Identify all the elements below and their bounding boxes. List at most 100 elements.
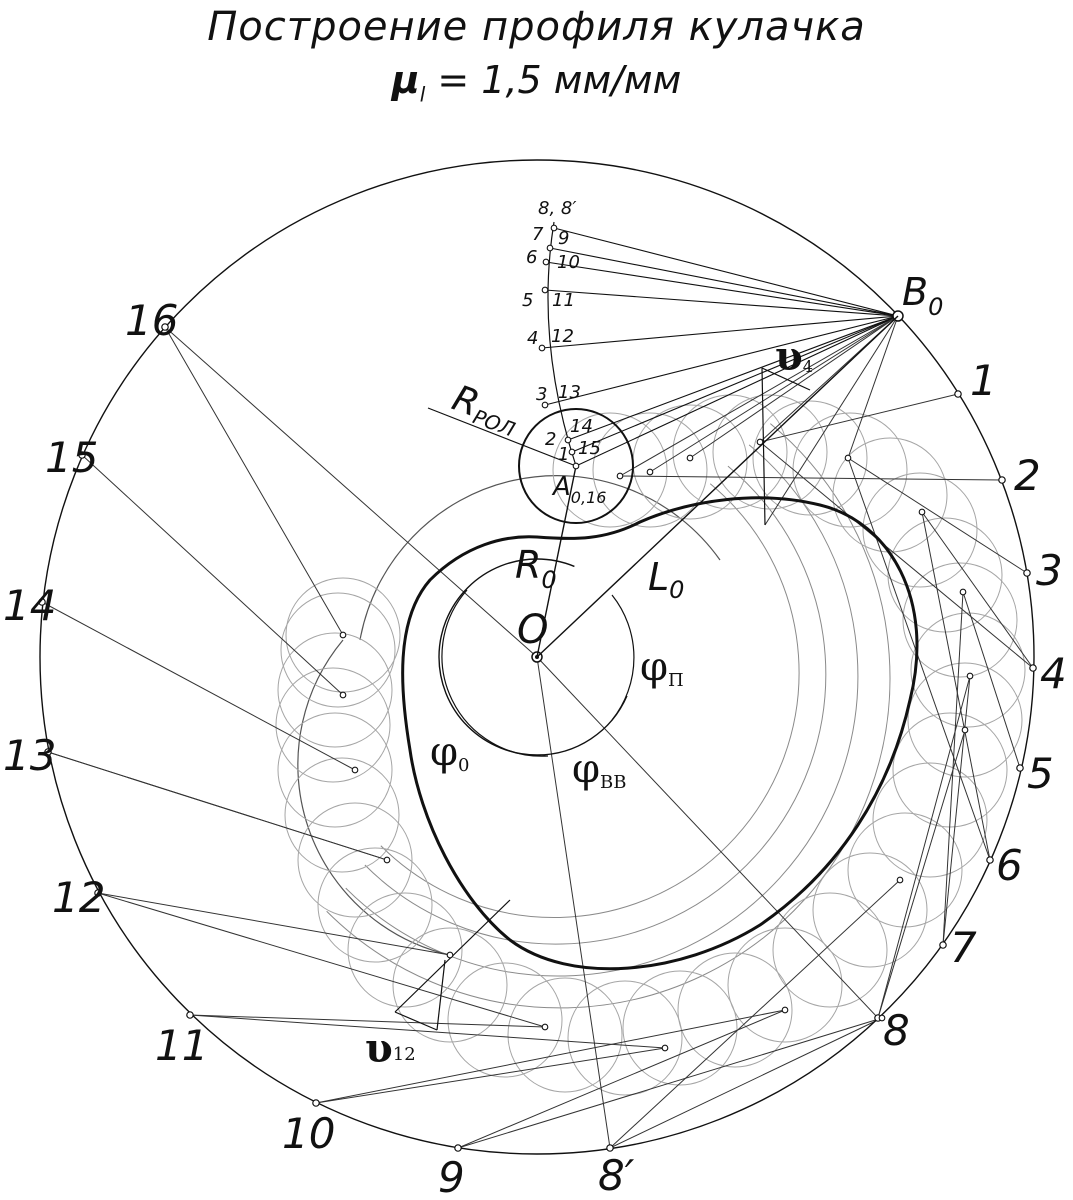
inner-point-6 — [918, 508, 926, 516]
b0-sweep-line-2 — [689, 315, 899, 459]
outer-label-3: 3 — [1036, 546, 1063, 595]
ups4-line-1 — [761, 367, 811, 391]
scale-subtitle: μl = 1,5 мм/мм — [0, 58, 1073, 107]
r0-line — [536, 465, 577, 658]
roller-position-9 — [832, 437, 948, 553]
outer-point-9 — [606, 1144, 614, 1152]
roller-position-11 — [887, 517, 1003, 633]
label-phi-p: φП — [640, 644, 684, 691]
outer-point-3 — [1023, 569, 1031, 577]
b0-sweep-line-4 — [619, 315, 899, 477]
follower-line-2 — [549, 247, 899, 317]
outer-label-10: 9 — [438, 1153, 465, 1200]
radial-line-18 — [164, 326, 538, 658]
arc-label-left-5: 4 — [527, 328, 538, 349]
inner-point-9 — [961, 726, 969, 734]
radial-line-7 — [942, 675, 971, 946]
arc-label-left-2: 7 — [532, 224, 544, 245]
roller-position-21 — [677, 952, 793, 1068]
inner-point-13 — [661, 1044, 669, 1052]
outer-point-17 — [161, 323, 169, 331]
outer-label-14: 13 — [3, 731, 56, 780]
arc-label-left-6: 3 — [536, 384, 547, 405]
outer-label-13: 12 — [52, 873, 105, 922]
construction-arc-3 — [345, 444, 859, 977]
roller-position-24 — [507, 977, 623, 1093]
inner-point-3 — [646, 468, 654, 476]
roller-initial — [518, 408, 634, 524]
roller-position-29 — [297, 802, 413, 918]
page-title: Построение профиля кулачка — [207, 4, 866, 50]
label-b0: B0 — [902, 270, 943, 321]
outer-label-6: 6 — [996, 841, 1023, 890]
outer-label-12: 11 — [155, 1021, 208, 1070]
roller-position-16 — [872, 762, 988, 878]
follower-line-4 — [544, 289, 899, 317]
base-circle — [438, 558, 636, 756]
radial-line-24 — [877, 675, 971, 1019]
radial-line-27 — [315, 1047, 666, 1104]
outer-label-9: 8′ — [598, 1151, 635, 1200]
roller-position-15 — [892, 712, 1008, 828]
arc-label-right-6: 14 — [570, 416, 593, 437]
radial-line-16 — [81, 454, 344, 696]
label-r-rol: RРОЛ — [446, 378, 524, 442]
roller-position-20 — [727, 927, 843, 1043]
arc-label-left-1: 8, 8′ — [538, 198, 576, 219]
radial-line-4 — [921, 511, 1034, 669]
arc-point-3 — [542, 258, 550, 266]
radial-line-23 — [942, 591, 964, 946]
outer-point-11 — [312, 1099, 320, 1107]
label-o: O — [517, 607, 548, 653]
arc-label-right-4: 12 — [551, 326, 574, 347]
roller-position-13 — [910, 612, 1026, 728]
outer-point-6 — [986, 856, 994, 864]
roller-position-19 — [772, 892, 888, 1008]
label-l0: L0 — [648, 555, 684, 604]
roller-position-2 — [552, 412, 668, 528]
inner-point-10 — [896, 876, 904, 884]
radial-line-22 — [921, 511, 991, 861]
arc-label-right-3: 11 — [552, 290, 575, 311]
follower-line-6 — [544, 315, 899, 406]
roller-position-26 — [392, 927, 508, 1043]
outer-point-15 — [38, 598, 46, 606]
arc-label-left-4: 5 — [522, 290, 533, 311]
radial-line-12 — [189, 1014, 666, 1049]
roller-position-33 — [277, 632, 393, 748]
arc-point-1 — [550, 224, 558, 232]
arc-label-left-3: 6 — [526, 247, 537, 268]
outer-point-13 — [94, 889, 102, 897]
follower-arc — [547, 221, 577, 467]
label-phi-o: φ0 — [430, 729, 469, 776]
arc-point-8 — [568, 448, 576, 456]
outer-point-12 — [186, 1011, 194, 1019]
outer-label-2: 2 — [1014, 451, 1041, 500]
roller-position-18 — [812, 852, 928, 968]
outer-point-14 — [44, 748, 52, 756]
scale-mu: μ — [391, 58, 420, 102]
inner-point-7 — [959, 588, 967, 596]
inner-point-2 — [686, 454, 694, 462]
follower-line-8 — [571, 315, 899, 453]
construction-arc-4 — [326, 423, 891, 1009]
inner-point-5 — [844, 454, 852, 462]
outer-point-1 — [954, 390, 962, 398]
arc-label-right-7: 15 — [578, 438, 601, 459]
follower-line-9 — [575, 315, 899, 467]
arc-point-5 — [538, 344, 546, 352]
b0-sweep-line-6 — [764, 315, 899, 526]
radial-line-17 — [164, 326, 344, 636]
inner-point-17 — [351, 766, 359, 774]
label-ups12: υ12 — [365, 1025, 416, 1072]
label-r0: R0 — [515, 543, 557, 594]
inner-point-15 — [446, 951, 454, 959]
ups12-line-3 — [436, 959, 446, 1031]
phi-p-arrow-arc — [611, 594, 635, 721]
outer-label-16: 15 — [45, 433, 98, 482]
roller-position-10 — [862, 472, 978, 588]
l0-line — [536, 315, 899, 658]
label-ups4: υ4 — [775, 333, 813, 380]
construction-arc-1 — [380, 483, 800, 919]
